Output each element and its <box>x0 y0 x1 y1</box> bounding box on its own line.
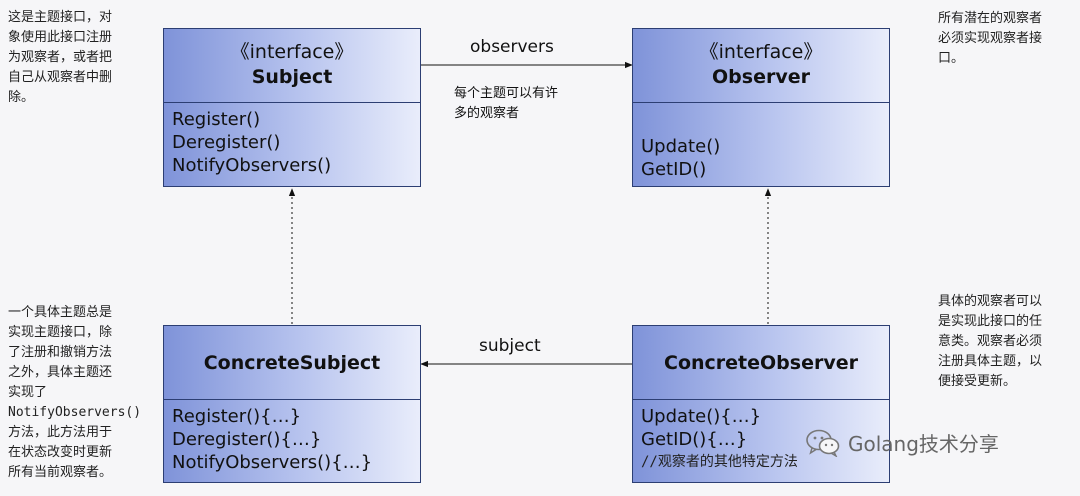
subject-op-notify: NotifyObservers() <box>172 155 332 176</box>
subject-interface-box: 《interface》 Subject Register() Deregiste… <box>163 28 421 187</box>
concrete-subject-op-deregister: Deregister(){…} <box>172 429 322 450</box>
subject-header: 《interface》 Subject <box>164 29 420 103</box>
concrete-observer-comment: //观察者的其他特定方法 <box>641 454 798 470</box>
concrete-observer-box: ConcreteObserver Update(){…} GetID(){…} … <box>632 325 890 483</box>
concrete-subject-op-register: Register(){…} <box>172 406 302 427</box>
observers-label: observers <box>470 37 554 57</box>
note-bottom-left: 一个具体主题总是 实现主题接口，除 了注册和撤销方法 之外，具体主题还 实现了 … <box>8 305 142 480</box>
observers-note: 每个主题可以有许 多的观察者 <box>454 86 559 121</box>
wechat-icon <box>806 429 840 457</box>
observer-name: Observer <box>712 66 810 88</box>
observer-header: 《interface》 Observer <box>633 29 889 103</box>
watermark-text: Golang技术分享 <box>848 432 999 456</box>
concrete-observer-name: ConcreteObserver <box>664 352 858 374</box>
concrete-subject-op-notify: NotifyObservers(){…} <box>172 452 373 473</box>
note-bottom-right: 具体的观察者可以 是实现此接口的任 意类。观察者必须 注册具体主题，以 便接受更… <box>938 294 1043 389</box>
observer-stereotype: 《interface》 <box>699 41 823 63</box>
concrete-observer-header: ConcreteObserver <box>633 326 889 400</box>
concrete-observer-operations: Update(){…} GetID(){…} //观察者的其他特定方法 <box>633 405 889 482</box>
subject-op-deregister: Deregister() <box>172 132 281 153</box>
subject-operations: Register() Deregister() NotifyObservers(… <box>164 108 420 186</box>
concrete-subject-box: ConcreteSubject Register(){…} Deregister… <box>163 325 421 483</box>
subject-name: Subject <box>251 66 333 88</box>
watermark: Golang技术分享 <box>806 428 999 457</box>
concrete-observer-op-update: Update(){…} <box>641 406 762 427</box>
note-top-left: 这是主题接口，对 象使用此接口注册 为观察者，或者把 自己从观察者中删 除。 <box>8 10 113 105</box>
observer-operations: Update() GetID() <box>633 135 889 186</box>
concrete-subject-header: ConcreteSubject <box>164 326 420 400</box>
subject-op-register: Register() <box>172 109 261 130</box>
note-top-right: 所有潜在的观察者 必须实现观察者接 口。 <box>938 11 1043 66</box>
subject-label: subject <box>479 336 541 356</box>
observer-op-getid: GetID() <box>641 159 707 180</box>
concrete-observer-op-getid: GetID(){…} <box>641 429 748 450</box>
concrete-subject-name: ConcreteSubject <box>203 352 381 374</box>
subject-stereotype: 《interface》 <box>230 41 354 63</box>
observer-interface-box: 《interface》 Observer Update() GetID() <box>632 28 890 187</box>
concrete-subject-operations: Register(){…} Deregister(){…} NotifyObse… <box>164 405 420 482</box>
observer-op-update: Update() <box>641 136 721 157</box>
